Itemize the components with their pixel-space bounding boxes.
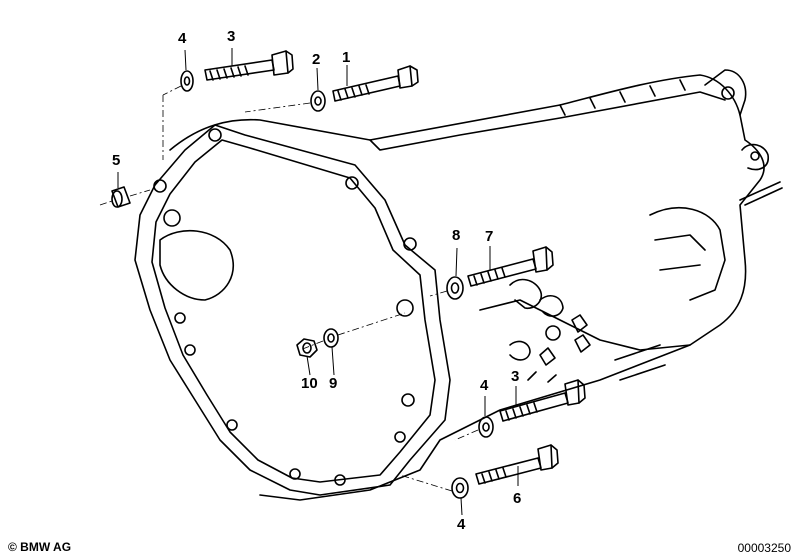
- bolt-7: [467, 246, 554, 287]
- callout-4-top: 4: [178, 30, 187, 47]
- copyright-notice: © BMW AG: [8, 540, 72, 554]
- callout-8: 8: [452, 227, 461, 244]
- bell-housing-flange: [134, 124, 451, 496]
- part-number: 00003250: [737, 541, 791, 555]
- leader-lines: [117, 48, 519, 516]
- bolt-3-lower: [499, 379, 586, 422]
- bell-housing-inner: [151, 139, 436, 483]
- callout-3-top: 3: [227, 28, 236, 45]
- bolt-6: [475, 444, 559, 485]
- callout-9: 9: [329, 375, 338, 392]
- callout-7: 7: [485, 228, 494, 245]
- bolt-3-top: [204, 50, 294, 81]
- alignment-lines: [99, 85, 479, 492]
- callout-2: 2: [312, 51, 321, 68]
- bolt-1: [332, 65, 419, 102]
- transmission-body: [169, 74, 765, 501]
- bell-housing-bore: [159, 229, 234, 301]
- callout-6: 6: [513, 490, 522, 507]
- dowel-5: [111, 186, 131, 208]
- nut-10: [296, 338, 318, 358]
- callout-10: 10: [301, 375, 318, 392]
- callout-4-middle: 4: [480, 377, 489, 394]
- callout-1: 1: [342, 49, 351, 66]
- callout-5: 5: [112, 152, 121, 169]
- callout-4-bottom: 4: [457, 516, 466, 533]
- callout-3-lower: 3: [511, 368, 520, 385]
